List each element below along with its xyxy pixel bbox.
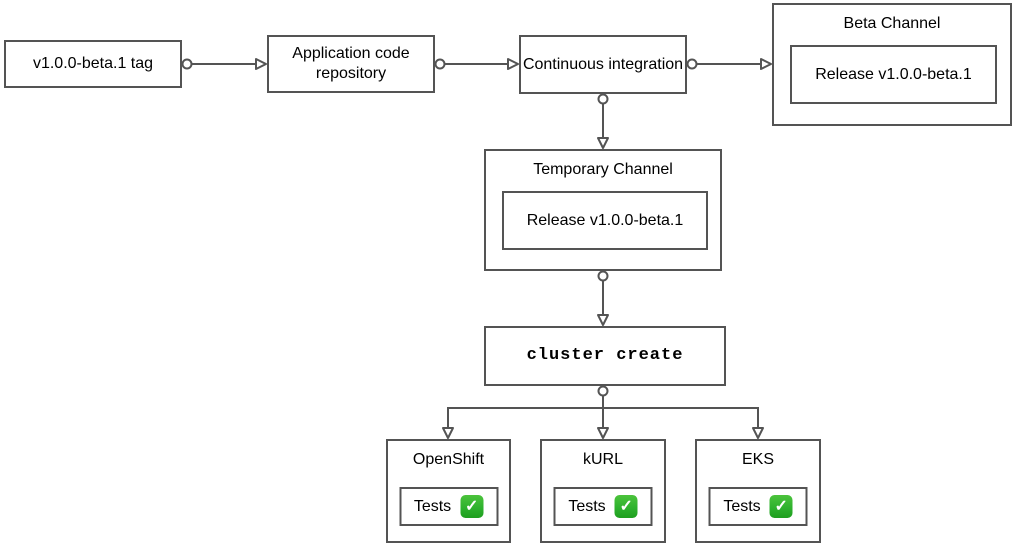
group-beta-channel-title: Beta Channel <box>843 15 941 32</box>
connector-arrowhead <box>752 427 764 439</box>
connector-source-dot <box>434 58 446 70</box>
group-openshift-title: OpenShift <box>412 451 485 468</box>
group-kurl: kURL Tests ✓ <box>540 439 666 543</box>
connector-ci-to-beta-channel <box>686 58 772 70</box>
connector-arrowhead <box>255 58 267 70</box>
node-temporary-release-label: Release v1.0.0-beta.1 <box>526 211 684 229</box>
connector-temp-channel-to-cluster-create <box>597 270 609 326</box>
connector-repo-to-ci <box>434 58 519 70</box>
connector-arrowhead <box>597 137 609 149</box>
connector-arrowhead <box>597 427 609 439</box>
node-beta-release-label: Release v1.0.0-beta.1 <box>815 65 972 83</box>
connector-arrowhead <box>597 314 609 326</box>
node-continuous-integration-label: Continuous integration <box>522 55 684 73</box>
connector-source-dot <box>597 93 609 105</box>
node-temporary-release: Release v1.0.0-beta.1 <box>502 191 708 250</box>
connector-arrowhead <box>760 58 772 70</box>
node-openshift-tests: Tests ✓ <box>399 487 498 526</box>
group-beta-channel: Beta Channel Release v1.0.0-beta.1 <box>772 3 1012 126</box>
check-mark-icon: ✓ <box>614 495 638 518</box>
group-temporary-channel-title: Temporary Channel <box>533 161 673 178</box>
node-continuous-integration: Continuous integration <box>519 35 687 94</box>
connector-source-dot <box>597 385 609 397</box>
group-eks-title: EKS <box>741 451 774 468</box>
group-eks: EKS Tests ✓ <box>695 439 821 543</box>
node-application-code-repository: Application code repository <box>267 35 435 93</box>
connector-source-dot <box>597 270 609 282</box>
check-mark-icon: ✓ <box>769 495 793 518</box>
connector-arrowhead <box>507 58 519 70</box>
node-cluster-create-label: cluster create <box>526 346 684 366</box>
connector-source-dot <box>181 58 193 70</box>
node-version-tag-label: v1.0.0-beta.1 tag <box>32 55 154 72</box>
connector-source-dot <box>686 58 698 70</box>
node-openshift-tests-label: Tests <box>413 497 452 515</box>
group-temporary-channel: Temporary Channel Release v1.0.0-beta.1 <box>484 149 722 271</box>
node-application-code-repository-label: Application code repository <box>292 45 410 82</box>
group-kurl-title: kURL <box>582 451 623 468</box>
node-kurl-tests: Tests ✓ <box>553 487 653 526</box>
node-beta-release: Release v1.0.0-beta.1 <box>790 45 997 104</box>
connector-arrowhead <box>442 427 454 439</box>
connector-ci-to-temp-channel <box>597 93 609 149</box>
node-version-tag: v1.0.0-beta.1 tag <box>4 40 182 88</box>
node-cluster-create-command: cluster create <box>484 326 726 386</box>
check-mark-icon: ✓ <box>460 495 484 518</box>
node-kurl-tests-label: Tests <box>568 497 606 515</box>
connector-tag-to-repo <box>181 58 267 70</box>
connector-cluster-create-branch <box>442 385 764 439</box>
connector-branch-line <box>447 407 759 428</box>
group-openshift: OpenShift Tests ✓ <box>386 439 511 543</box>
node-eks-tests-label: Tests <box>723 497 761 515</box>
node-eks-tests: Tests ✓ <box>708 487 808 526</box>
